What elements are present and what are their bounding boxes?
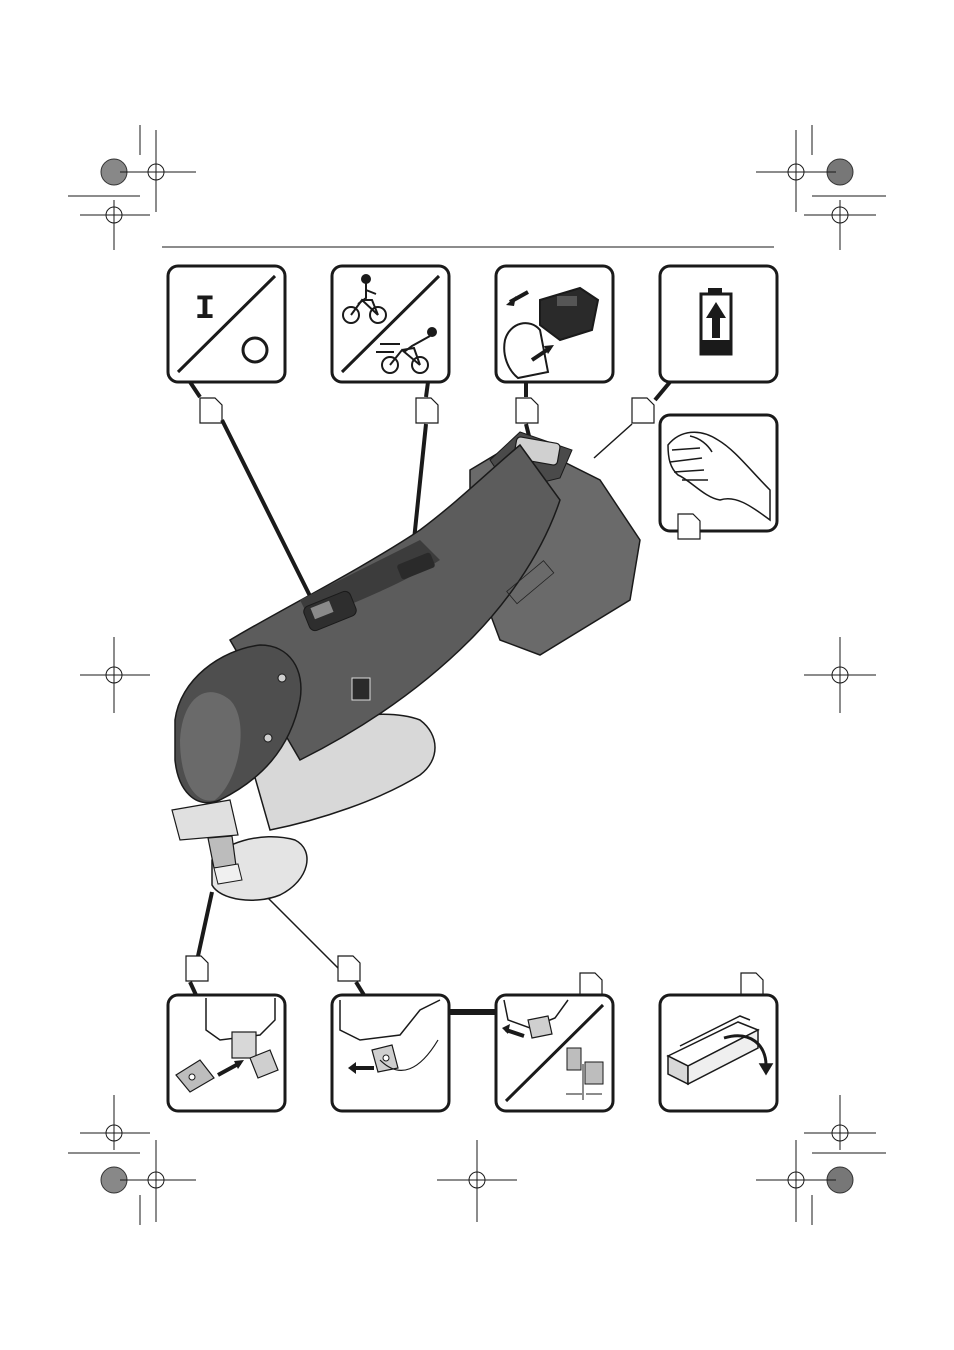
document-icon	[186, 956, 208, 981]
battery-charge-level-icon	[701, 288, 731, 354]
crop-mark-bottom-left	[68, 1095, 196, 1225]
panel-on-off: I	[168, 266, 285, 382]
document-icon	[338, 956, 360, 981]
document-icon	[516, 398, 538, 423]
housing-screw	[278, 674, 286, 682]
document-icon	[200, 398, 222, 423]
document-icon	[678, 514, 700, 539]
crop-mark-mid-right	[804, 637, 876, 713]
document-icon	[632, 398, 654, 423]
panel-speed	[332, 266, 449, 382]
panel-battery-insert	[496, 266, 613, 382]
panel-packaging	[660, 995, 777, 1111]
document-icon	[416, 398, 438, 423]
on-off-switch-icon: I	[195, 291, 215, 329]
tool-illustration	[172, 432, 640, 900]
crop-mark-top-left	[68, 125, 196, 250]
crop-mark-top-right	[756, 125, 886, 250]
panel-blade-change-2	[332, 995, 449, 1111]
crop-mark-bottom-right	[756, 1095, 886, 1225]
panel-cutting-gap	[496, 995, 613, 1111]
crop-mark-bottom-center	[437, 1140, 517, 1222]
panel-battery-charge	[660, 266, 777, 382]
cutting-head	[172, 800, 238, 840]
crop-mark-mid-left	[80, 637, 150, 713]
brand-logo	[352, 678, 370, 700]
panel-blade-change-1	[168, 995, 285, 1111]
housing-screw	[264, 734, 272, 742]
